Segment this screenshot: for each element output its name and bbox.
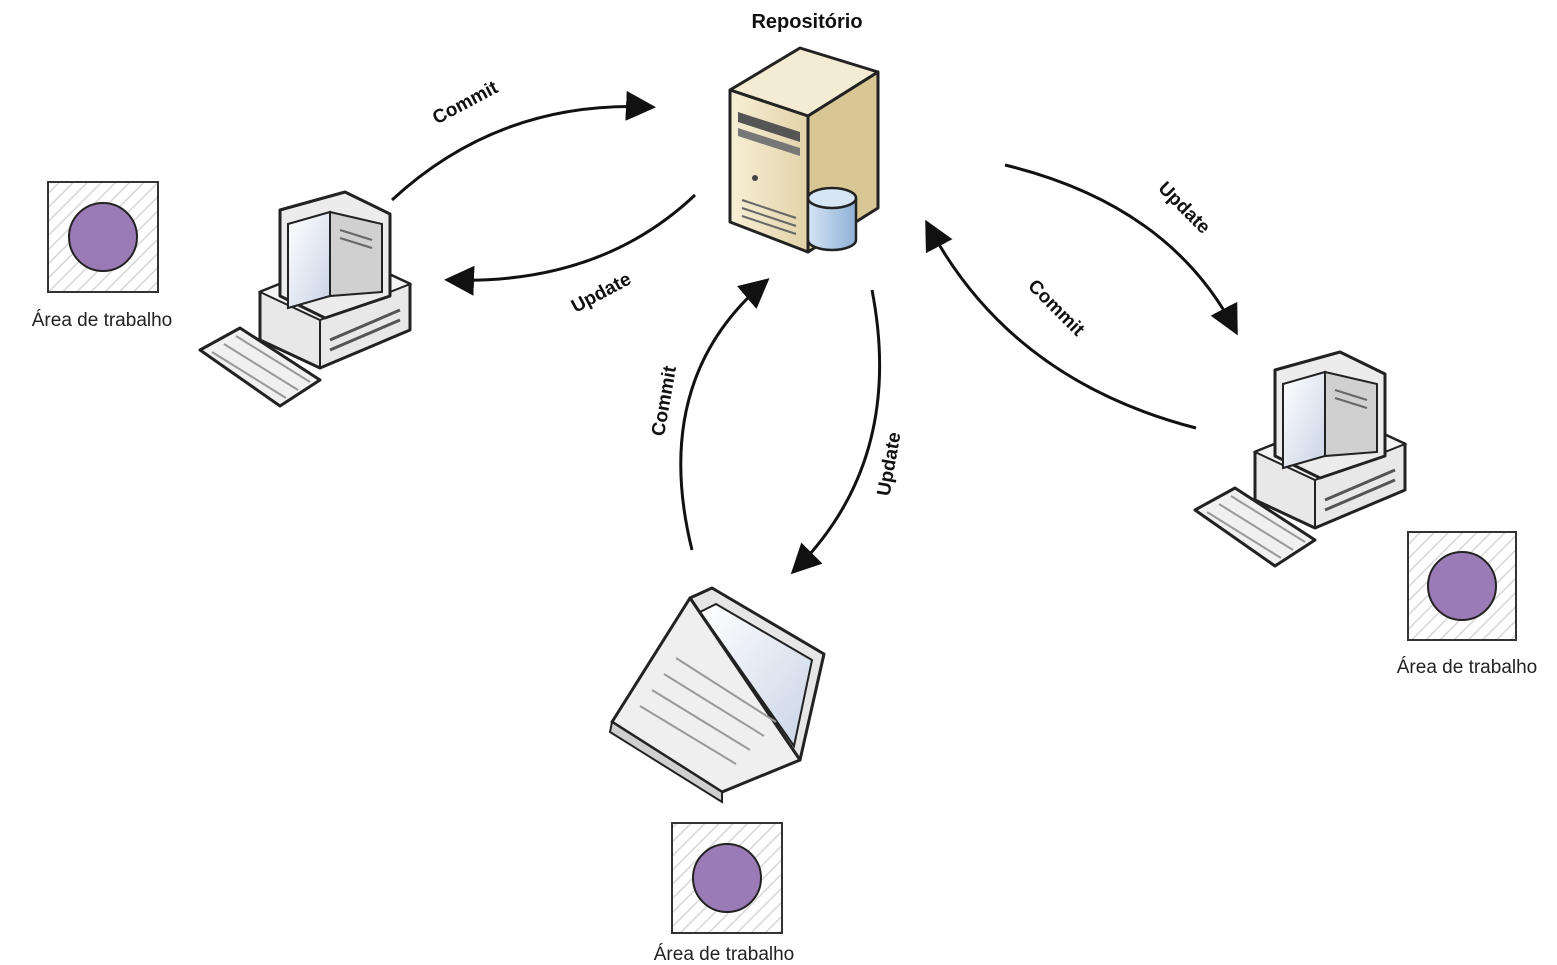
server-icon xyxy=(728,46,880,254)
label-right-update: Update xyxy=(1154,178,1214,238)
arrow-right-update xyxy=(1004,163,1238,336)
arrow-left-update xyxy=(444,193,697,296)
label-left-commit: Commit xyxy=(429,77,502,129)
arrow-bottom-commit xyxy=(679,278,770,551)
workspace-label-bottom: Área de trabalho xyxy=(654,944,795,965)
label-bottom-update: Update xyxy=(874,431,906,498)
desktop-computer-icon xyxy=(1193,350,1408,568)
workspace-icon xyxy=(47,181,159,293)
arrow-bottom-update xyxy=(790,289,882,575)
workspace-icon xyxy=(671,822,783,934)
label-right-commit: Commit xyxy=(1023,276,1088,341)
workspace-label-right: Área de trabalho xyxy=(1397,657,1538,678)
repository-label: Repositório xyxy=(751,11,862,33)
label-left-update: Update xyxy=(568,269,635,318)
laptop-icon xyxy=(608,586,826,804)
desktop-computer-icon xyxy=(198,190,413,408)
arrow-left-commit xyxy=(390,90,656,202)
label-bottom-commit: Commit xyxy=(648,364,681,438)
database-icon xyxy=(806,186,858,252)
workspace-icon xyxy=(1407,531,1517,641)
arrow-right-commit xyxy=(925,219,1197,430)
workspace-label-left: Área de trabalho xyxy=(32,310,173,331)
